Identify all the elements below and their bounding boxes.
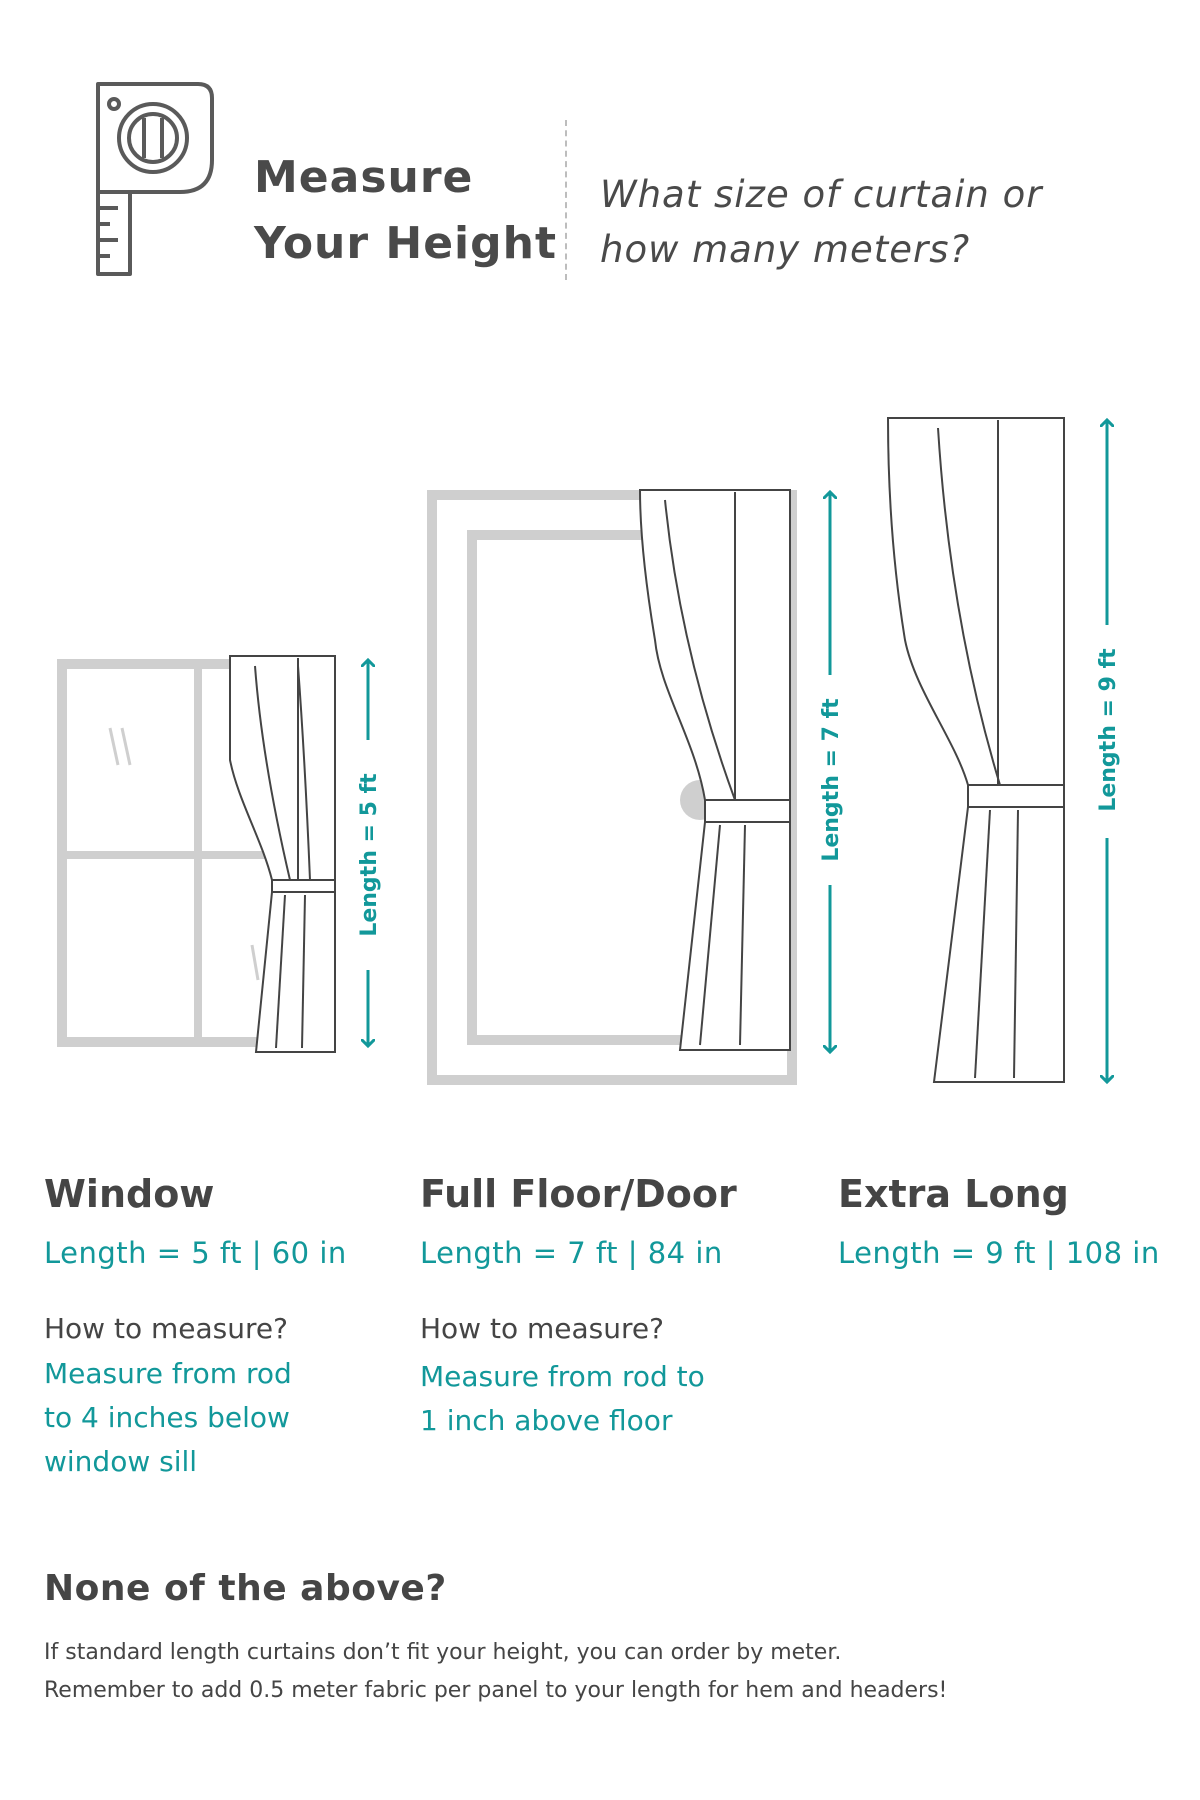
door-how-label: How to measure? — [420, 1312, 664, 1345]
door-length: Length = 7 ft | 84 in — [420, 1236, 723, 1270]
window-length-label: Length = 5 ft — [357, 773, 382, 937]
window-title: Window — [44, 1172, 215, 1216]
order-by-meter-note: If standard length curtains don’t fit yo… — [44, 1640, 842, 1665]
door-curtain — [638, 489, 791, 1051]
extra-long-length: Length = 9 ft | 108 in — [838, 1236, 1160, 1270]
question-line-1: What size of curtain or — [600, 173, 1043, 216]
tape-measure-icon — [96, 82, 214, 276]
question-line-2: how many meters? — [600, 228, 971, 271]
extra-long-title: Extra Long — [838, 1172, 1069, 1216]
header-divider — [565, 120, 567, 280]
curtain-diagram: Length = 5 ft Length = 7 ft Length = 9 f… — [57, 417, 1121, 1085]
window-curtain — [229, 655, 336, 1053]
door-how-desc: Measure from rod to 1 inch above floor — [420, 1355, 750, 1443]
door-how-desc-line: Measure from rod to — [420, 1360, 705, 1393]
none-of-the-above-heading: None of the above? — [44, 1568, 447, 1609]
window-how-desc-line: to 4 inches below — [44, 1401, 290, 1434]
door-length-label: Length = 7 ft — [819, 698, 844, 862]
extra-long-curtain — [886, 417, 1065, 1083]
page-title-line-2: Your Height — [254, 218, 557, 269]
page-title-line-1: Measure — [254, 152, 474, 203]
window-how-desc: Measure from rod to 4 inches below windo… — [44, 1352, 374, 1484]
hem-header-note: Remember to add 0.5 meter fabric per pan… — [44, 1678, 948, 1703]
extra-long-length-label: Length = 9 ft — [1096, 648, 1121, 812]
door-title: Full Floor/Door — [420, 1172, 737, 1216]
window-how-label: How to measure? — [44, 1312, 288, 1345]
window-length: Length = 5 ft | 60 in — [44, 1236, 347, 1270]
window-how-desc-line: Measure from rod — [44, 1357, 292, 1390]
door-how-desc-line: 1 inch above floor — [420, 1404, 673, 1437]
window-how-desc-line: window sill — [44, 1445, 198, 1478]
